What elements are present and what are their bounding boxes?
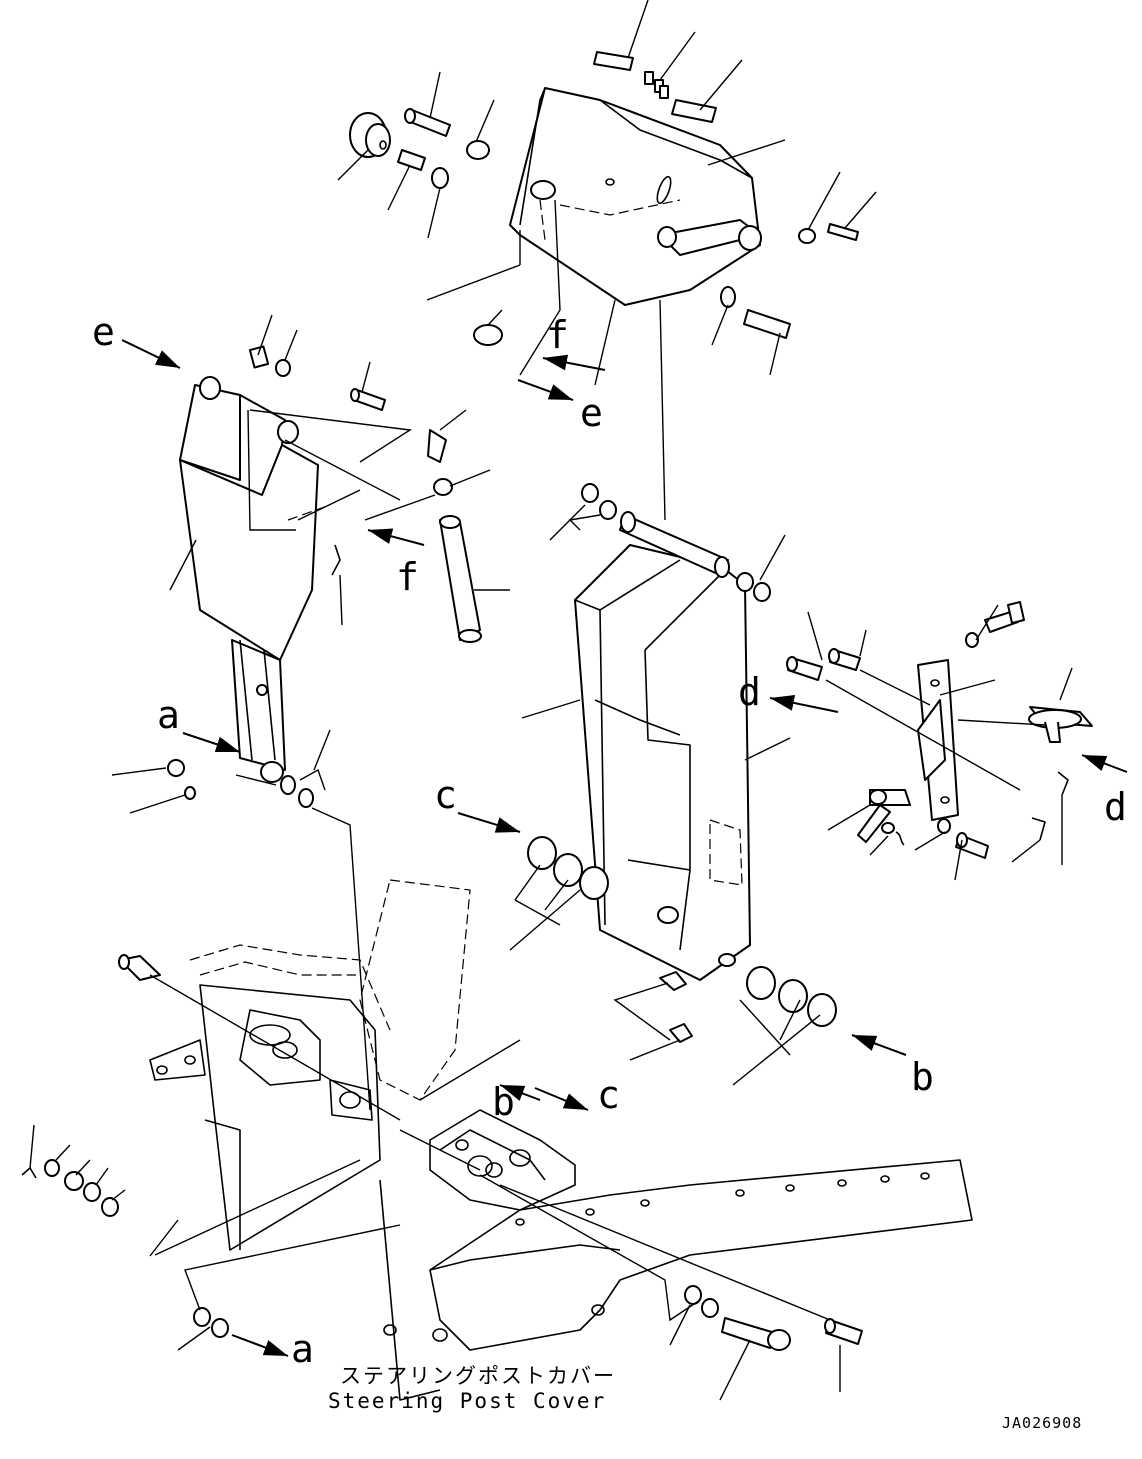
callout-c-mid: c [434,773,457,817]
drawing-id: JA026908 [1002,1414,1082,1432]
steering-post-base [149,879,576,1401]
callout-e-top: e [92,310,115,354]
callout-arrows [121,339,1128,1357]
callout-a-mid: a [157,693,180,737]
top-bolts-and-washers [397,108,859,346]
center-cover-washers [527,483,837,1043]
center-column-cover [574,511,751,981]
top-knob [349,112,391,158]
callout-labels: e f e f a c d d b c b a [92,310,1127,1371]
callout-f-mid: f [396,555,419,599]
diagram-caption: ステアリングポストカバー Steering Post Cover [328,1364,616,1413]
top-cover-small-plates [593,51,717,123]
top-cover-panel [509,87,762,306]
callout-b-bottom: b [492,1080,515,1124]
leader-lines [29,0,1073,1401]
caption-japanese: ステアリングポストカバー [340,1364,616,1388]
callout-d-right: d [1104,785,1127,829]
left-column-cover [179,376,331,783]
right-bracket-hardware [786,601,1069,859]
callout-d-mid: d [738,670,761,714]
caption-english: Steering Post Cover [328,1389,606,1413]
base-hardware [21,954,863,1351]
callout-b-right: b [911,1055,934,1099]
callout-a-bottom: a [291,1327,314,1371]
left-cover-hardware [167,345,482,808]
callout-f-top: f [546,313,569,357]
callout-e-mid: e [580,391,603,435]
right-bracket-assembly [857,659,1093,843]
callout-c-bottom: c [597,1073,620,1117]
frame-rail [429,1159,973,1351]
